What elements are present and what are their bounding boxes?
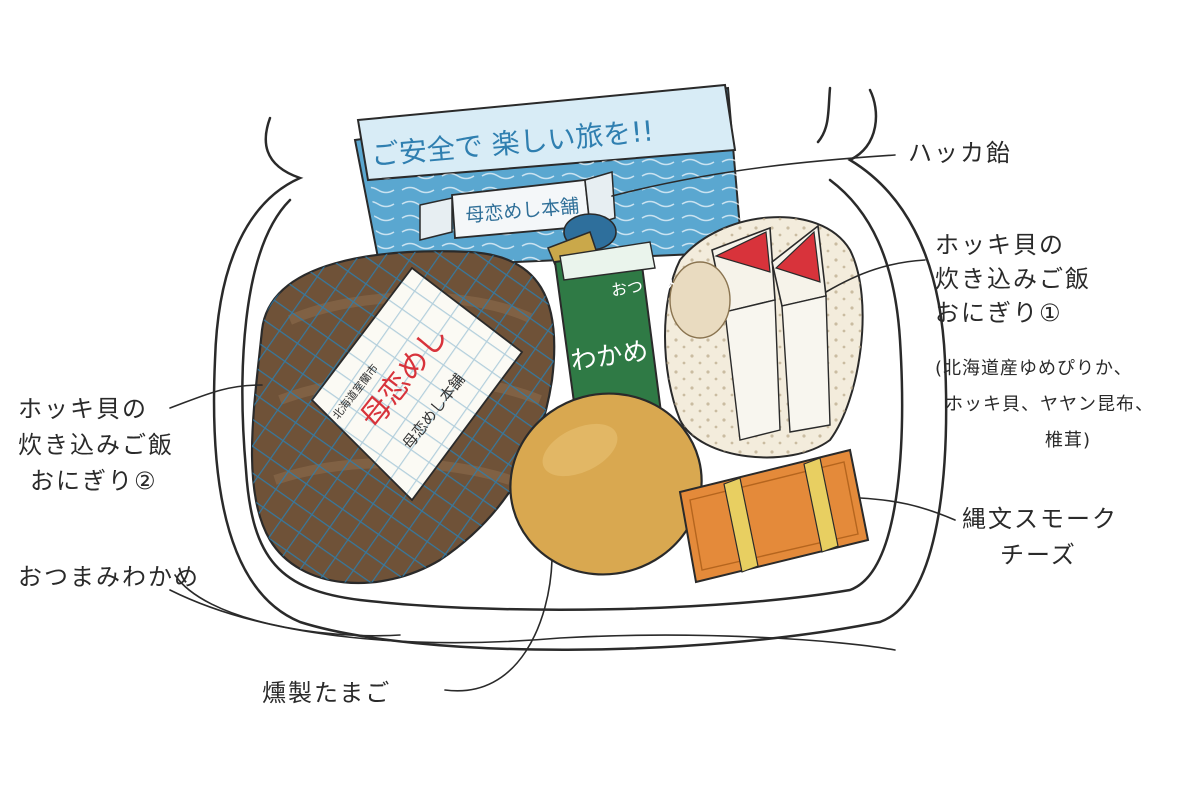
label-ingredients-line2: ホッキ貝、ヤヤン昆布、	[945, 394, 1154, 415]
jomon-smoke-cheese	[678, 448, 870, 584]
label-smoked-egg: 燻製たまご	[262, 679, 392, 707]
label-hokki-onigiri-1-line3: おにぎり①	[935, 299, 1063, 327]
onigiri-1	[664, 216, 864, 459]
label-hokki-onigiri-2-line1: ホッキ貝の	[18, 395, 148, 423]
wakame-packet: おつまみ わかめ	[553, 241, 676, 434]
hakka-candy-packet: ご安全で 楽しい旅を!! 母恋めし本舗	[353, 83, 744, 270]
label-hokki-onigiri-1-line2: 炊き込みご飯	[935, 265, 1091, 293]
leader-lines	[169, 154, 956, 692]
container-outline	[212, 86, 948, 651]
label-otsumami-wakame: おつまみわかめ	[18, 563, 200, 591]
label-jomon-cheese-line2: チーズ	[1000, 541, 1077, 569]
onigiri-2: 母恋めし 母恋めし本舗 北海道室蘭市	[250, 250, 556, 585]
label-hokki-onigiri-2-line2: 炊き込みご飯	[18, 431, 174, 459]
label-hokki-onigiri-2-line3: おにぎり②	[30, 467, 158, 495]
label-hakka-candy: ハッカ飴	[908, 139, 1012, 167]
label-jomon-cheese-line1: 縄文スモーク	[962, 505, 1118, 533]
label-hokki-onigiri-1-line1: ホッキ貝の	[935, 231, 1065, 259]
smoked-egg	[509, 392, 703, 576]
label-ingredients-line3: 椎茸)	[1045, 430, 1092, 451]
label-ingredients-line1: (北海道産ゆめぴりか、	[935, 358, 1133, 379]
